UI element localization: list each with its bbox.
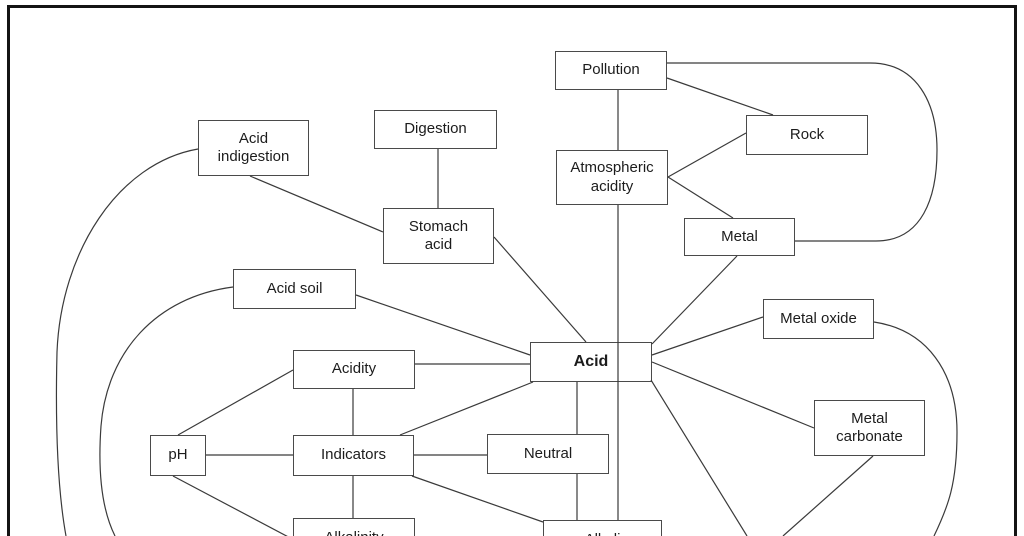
node-metal-oxide[interactable]: Metal oxide	[763, 299, 874, 339]
diagram-frame	[7, 5, 1017, 536]
node-alkali[interactable]: Alkali	[543, 520, 662, 536]
node-acid-soil[interactable]: Acid soil	[233, 269, 356, 309]
node-acid[interactable]: Acid	[530, 342, 652, 382]
node-acid-indigestion[interactable]: Acid indigestion	[198, 120, 309, 176]
node-indicators[interactable]: Indicators	[293, 435, 414, 476]
node-rock[interactable]: Rock	[746, 115, 868, 155]
node-neutral[interactable]: Neutral	[487, 434, 609, 474]
node-stomach-acid[interactable]: Stomach acid	[383, 208, 494, 264]
node-acidity[interactable]: Acidity	[293, 350, 415, 389]
node-pollution[interactable]: Pollution	[555, 51, 667, 90]
node-atmospheric-acidity[interactable]: Atmospheric acidity	[556, 150, 668, 205]
node-metal-carbonate[interactable]: Metal carbonate	[814, 400, 925, 456]
node-digestion[interactable]: Digestion	[374, 110, 497, 149]
node-ph[interactable]: pH	[150, 435, 206, 476]
node-metal[interactable]: Metal	[684, 218, 795, 256]
node-alkalinity[interactable]: Alkalinity	[293, 518, 415, 536]
